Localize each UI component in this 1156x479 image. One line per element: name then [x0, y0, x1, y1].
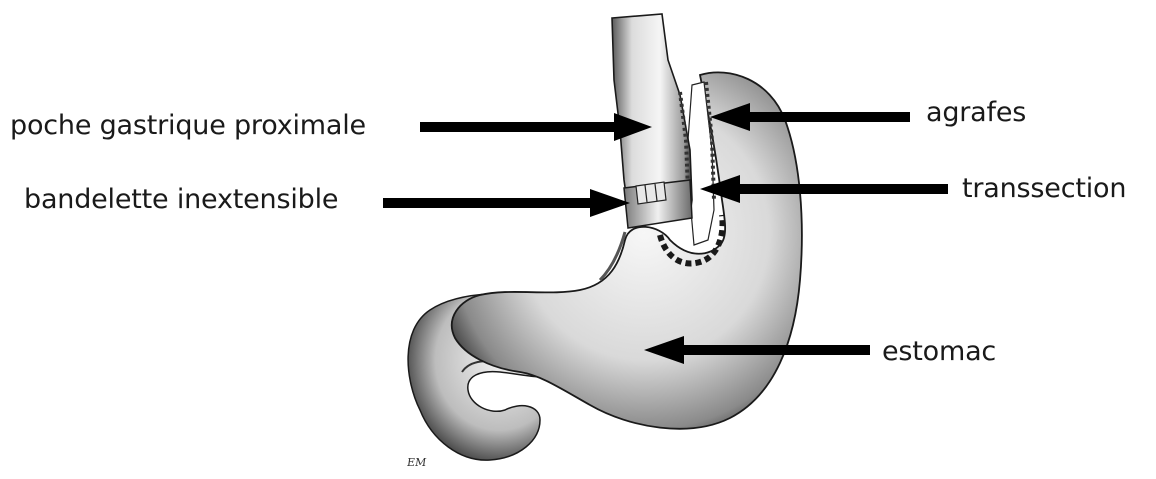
label-band: bandelette inextensible: [24, 186, 338, 213]
arrow-transection: [700, 175, 948, 203]
label-stomach: estomac: [882, 338, 996, 365]
arrow-pouch: [420, 113, 652, 141]
label-staples: agrafes: [926, 99, 1026, 126]
arrow-band: [383, 189, 630, 217]
artist-signature: EM: [406, 456, 427, 469]
arrow-staples: [710, 103, 910, 131]
label-proximal-pouch: poche gastrique proximale: [10, 112, 366, 139]
gastric-band: [624, 180, 692, 228]
label-transection: transsection: [962, 175, 1126, 202]
